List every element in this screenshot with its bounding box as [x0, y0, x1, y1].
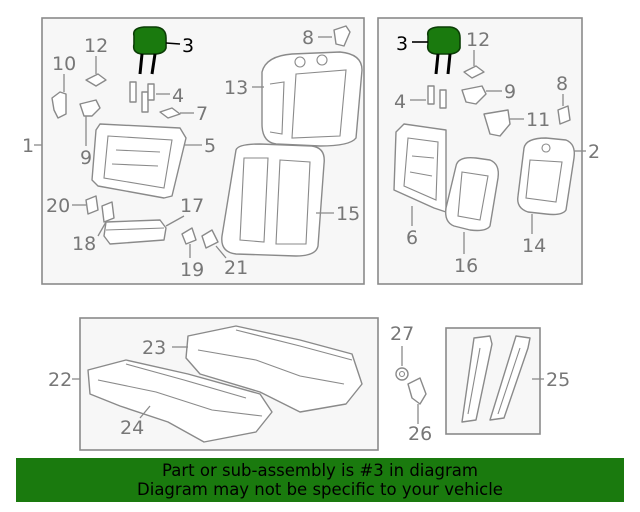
part-12-right [463, 65, 485, 79]
label-8-left: 8 [302, 27, 314, 49]
label-11: 11 [526, 109, 550, 131]
label-9-right: 9 [504, 81, 516, 103]
part-19 [181, 227, 197, 245]
label-12-left: 12 [84, 35, 108, 57]
label-21: 21 [224, 257, 248, 279]
seat-back-13 [261, 51, 363, 147]
label-5: 5 [204, 135, 216, 157]
part-11 [483, 109, 511, 137]
label-27: 27 [390, 323, 414, 345]
armrest-17 [103, 219, 167, 245]
label-7: 7 [196, 103, 208, 125]
cushion-24 [87, 359, 273, 443]
info-banner: Part or sub-assembly is #3 in diagram Di… [16, 458, 624, 502]
label-3-left: 3 [182, 35, 194, 57]
label-14: 14 [522, 235, 546, 257]
label-22: 22 [48, 369, 72, 391]
seat-cover-15 [221, 143, 325, 257]
label-4-left: 4 [172, 85, 184, 107]
label-17: 17 [180, 195, 204, 217]
label-12-right: 12 [466, 29, 490, 51]
label-23: 23 [142, 337, 166, 359]
label-8-right: 8 [556, 73, 568, 95]
part-18 [101, 201, 115, 223]
seat-frame-6 [393, 123, 447, 213]
label-26: 26 [408, 423, 432, 445]
banner-line-1: Part or sub-assembly is #3 in diagram [162, 461, 478, 480]
label-19: 19 [180, 259, 204, 281]
seat-back-14 [517, 137, 576, 216]
label-20: 20 [46, 195, 70, 217]
label-25: 25 [546, 369, 570, 391]
label-9-left: 9 [80, 147, 92, 169]
part-20 [85, 195, 99, 215]
seat-frame-5 [91, 123, 187, 199]
bolts-4-right [427, 85, 447, 109]
clip-27 [395, 367, 409, 381]
bracket-26 [407, 377, 427, 405]
label-1: 1 [22, 135, 34, 157]
label-3-right: 3 [396, 33, 408, 55]
side-panels-25 [461, 335, 531, 423]
label-16: 16 [454, 255, 478, 277]
banner-line-2: Diagram may not be specific to your vehi… [137, 480, 503, 499]
part-9-left [79, 99, 101, 117]
label-15: 15 [336, 203, 360, 225]
headrest-right[interactable] [426, 26, 461, 75]
seat-cover-16 [444, 156, 500, 232]
bolts-4-left [129, 81, 155, 113]
part-7 [159, 107, 181, 119]
label-6: 6 [406, 227, 418, 249]
part-12-left [85, 73, 107, 87]
label-13: 13 [224, 77, 248, 99]
part-21 [201, 229, 219, 249]
label-10: 10 [52, 53, 76, 75]
cushion-23 [185, 325, 363, 413]
headrest-left[interactable] [132, 26, 167, 75]
part-10 [51, 91, 67, 119]
label-4-right: 4 [394, 91, 406, 113]
part-8-right [557, 105, 571, 125]
part-9-right [461, 85, 487, 105]
label-24: 24 [120, 417, 144, 439]
part-8-left [333, 25, 351, 47]
label-18: 18 [72, 233, 96, 255]
label-2: 2 [588, 141, 600, 163]
